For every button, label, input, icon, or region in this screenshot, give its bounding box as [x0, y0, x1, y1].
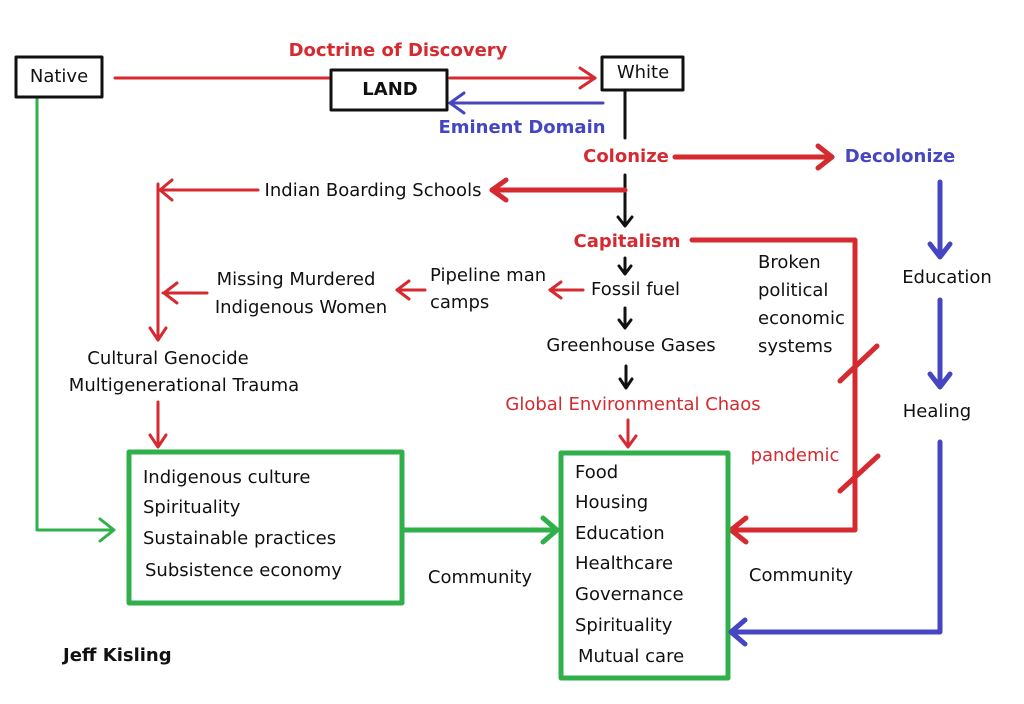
greenhouse-label: Greenhouse Gases: [546, 335, 715, 356]
indigenous-item: Indigenous culture: [143, 467, 310, 488]
white-label: White: [617, 62, 669, 83]
broken-label-4: systems: [758, 336, 832, 357]
mmiw-label-1: Missing Murdered: [217, 269, 376, 290]
healing-label: Healing: [903, 401, 971, 422]
capitalism-label: Capitalism: [574, 231, 681, 252]
needs-item: Governance: [575, 584, 684, 605]
eminent-domain-label: Eminent Domain: [438, 117, 605, 138]
chain-arrows: [617, 256, 634, 390]
healing-path: [728, 179, 953, 647]
indigenous-item: Subsistence economy: [145, 560, 342, 581]
needs-item: Spirituality: [575, 615, 673, 636]
pandemic-label: pandemic: [751, 445, 840, 466]
native-box: [14, 55, 104, 99]
indigenous-box: [126, 449, 405, 606]
needs-item: Mutual care: [578, 646, 684, 667]
land-box: [329, 68, 449, 112]
community-arrow: [400, 515, 560, 545]
white-box: [600, 55, 685, 92]
fossil-pipeline-arrow: [548, 280, 585, 300]
boarding-to-genocide-arrow: [148, 178, 260, 342]
indigenous-item: Spirituality: [143, 497, 241, 518]
pipeline-arrow: [395, 279, 427, 301]
colonize-label: Colonize: [583, 146, 669, 167]
pipeline-label-1: Pipeline man: [430, 265, 546, 286]
land-label: LAND: [362, 79, 417, 100]
chaos-label: Global Environmental Chaos: [505, 394, 760, 415]
capitalism-pandemic-arrow: [689, 237, 881, 545]
needs-box: [558, 450, 731, 681]
fossil-fuel-label: Fossil fuel: [591, 279, 680, 300]
needs-item: Healthcare: [575, 553, 673, 574]
needs-item: Housing: [575, 492, 648, 513]
community-left-label: Community: [428, 567, 533, 588]
doctrine-label: Doctrine of Discovery: [289, 40, 508, 61]
boarding-schools-arrow: [489, 177, 628, 203]
chaos-arrow: [618, 418, 638, 449]
broken-label-3: economic: [758, 308, 845, 329]
genocide-arrow: [148, 400, 168, 449]
pipeline-label-2: camps: [430, 292, 489, 313]
indigenous-item: Sustainable practices: [143, 528, 336, 549]
broken-label-2: political: [758, 280, 828, 301]
decolonize-label: Decolonize: [845, 146, 955, 167]
trauma-label: Multigenerational Trauma: [69, 375, 299, 396]
decolonize-arrow: [672, 143, 835, 171]
boarding-schools-label: Indian Boarding Schools: [265, 180, 482, 201]
broken-label-1: Broken: [758, 252, 821, 273]
doctrine-arrow: [448, 66, 597, 90]
cultural-genocide-label: Cultural Genocide: [87, 348, 248, 369]
community-right-label: Community: [749, 565, 854, 586]
native-culture-arrow: [35, 96, 116, 543]
needs-item: Education: [575, 523, 665, 544]
mmiw-label-2: Indigenous Women: [215, 297, 387, 318]
author-label: Jeff Kisling: [61, 645, 172, 666]
colonize-capitalism-arrow: [616, 173, 634, 228]
education-label: Education: [902, 267, 992, 288]
mmiw-arrow: [161, 281, 209, 305]
native-label: Native: [30, 66, 88, 87]
needs-item: Food: [575, 462, 618, 483]
eminent-domain-arrow: [448, 91, 605, 115]
